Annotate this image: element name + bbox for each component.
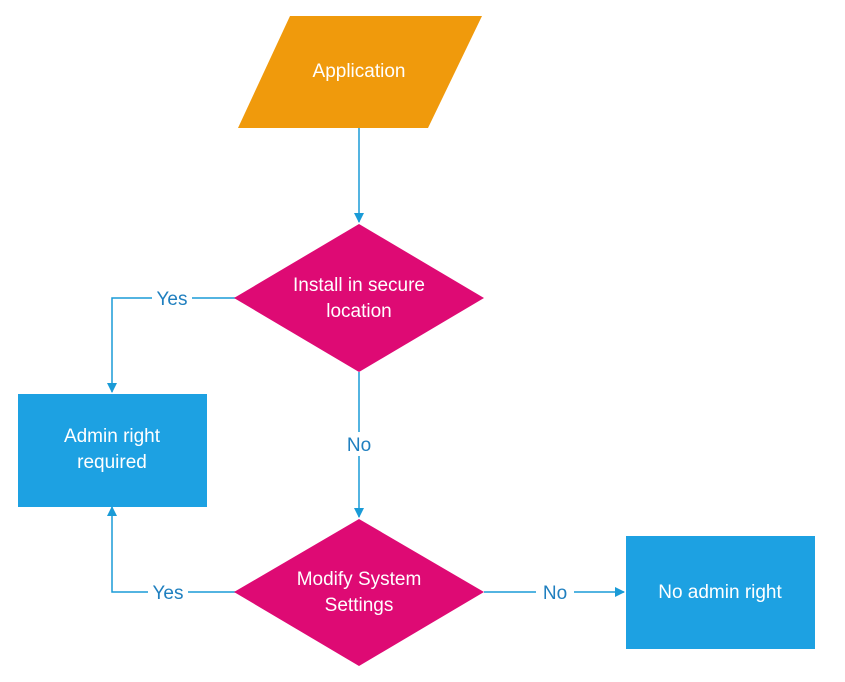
admin-required-box <box>18 394 207 507</box>
application-label: Application <box>313 61 406 82</box>
no-admin-box <box>626 536 815 649</box>
secure-location-diamond <box>234 224 484 372</box>
secure-location-label-line-1: Install in secure <box>293 275 425 296</box>
admin-required-label-line-1: Admin right <box>64 426 161 447</box>
node-no-admin: No admin right <box>626 536 815 649</box>
edge-modify-settings-yes-to-admin-required <box>107 506 236 593</box>
secure-location-label-line-2: location <box>326 301 392 322</box>
node-secure-location: Install in secure location <box>234 224 484 372</box>
edge-label-secure-yes: Yes <box>157 289 188 310</box>
node-application: Application <box>238 16 482 128</box>
node-admin-required: Admin right required <box>18 394 207 507</box>
edge-label-modify-yes: Yes <box>153 583 184 604</box>
edge-label-modify-no: No <box>543 583 567 604</box>
edge-secure-location-yes-to-admin-required <box>107 297 236 393</box>
node-modify-settings: Modify System Settings <box>234 519 484 666</box>
application-parallelogram <box>238 16 482 128</box>
modify-settings-label-line-1: Modify System <box>297 569 422 590</box>
no-admin-label: No admin right <box>658 582 782 603</box>
modify-settings-label-line-2: Settings <box>325 595 394 616</box>
modify-settings-diamond <box>234 519 484 666</box>
admin-required-label-line-2: required <box>77 452 147 473</box>
edge-label-secure-no: No <box>347 435 371 456</box>
edge-labels: Yes No Yes No <box>148 286 574 604</box>
